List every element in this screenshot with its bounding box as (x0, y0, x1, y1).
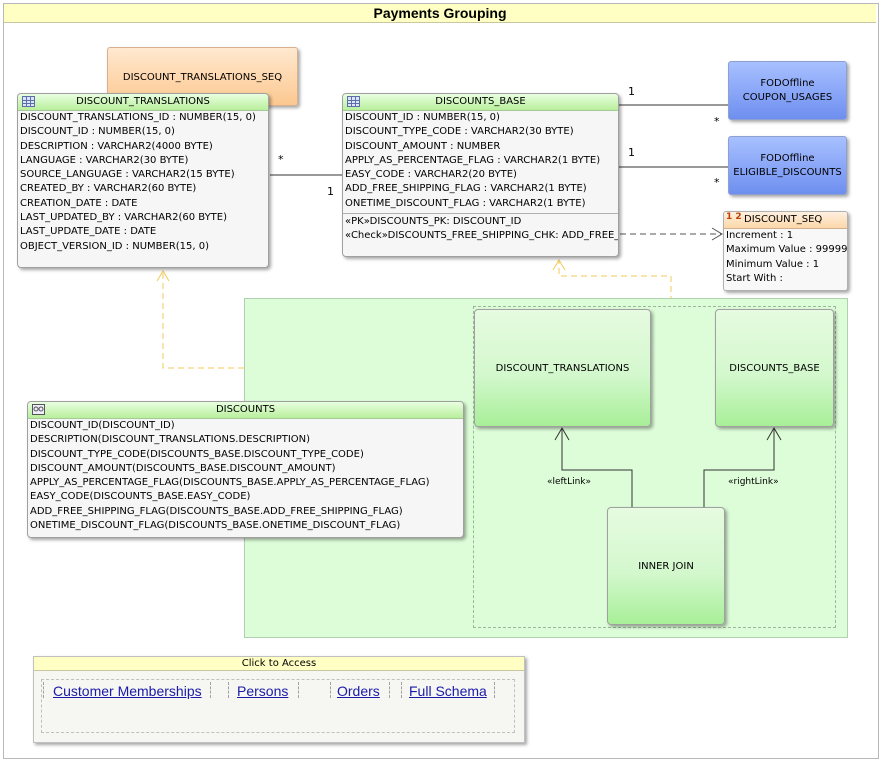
column-row: APPLY_AS_PERCENTAGE_FLAG : VARCHAR2(1 BY… (345, 154, 601, 166)
table-header: DISCOUNT_TRANSLATIONS (18, 94, 268, 111)
table-icon (347, 96, 360, 107)
column-row: DISCOUNT_ID : NUMBER(15, 0) (20, 126, 175, 138)
view-icon (32, 404, 45, 415)
view-column-list: DISCOUNT_ID(DISCOUNT_ID) DESCRIPTION(DISC… (28, 419, 463, 533)
translations-many-multiplicity: * (278, 153, 284, 166)
link-orders[interactable]: Orders (337, 683, 380, 699)
query-discount-translations[interactable]: DISCOUNT_TRANSLATIONS (474, 309, 651, 427)
constraint-row: «PK»DISCOUNTS_PK: DISCOUNT_ID (345, 216, 522, 228)
column-list: DISCOUNT_ID : NUMBER(15, 0) DISCOUNT_TYPE… (343, 111, 618, 211)
inner-join-box[interactable]: INNER JOIN (607, 507, 725, 625)
table-header: DISCOUNTS_BASE (343, 94, 618, 111)
translations-usage-arrow (156, 270, 170, 282)
seq-prop-row: Start With : (726, 272, 783, 284)
seq-prop-row: Minimum Value : 1 (726, 258, 820, 270)
right-link-line (703, 429, 775, 507)
translations-one-multiplicity: 1 (327, 185, 334, 198)
eligible-one-multiplicity: 1 (628, 146, 635, 159)
fodoffline-coupon-usages[interactable]: FODOffline COUPON_USAGES (728, 61, 847, 120)
discount-translations-table[interactable]: DISCOUNT_TRANSLATIONS DISCOUNT_TRANSLATI… (17, 93, 269, 268)
table-name: DISCOUNT_TRANSLATIONS (76, 96, 210, 107)
fodoffline-eligible-discounts[interactable]: FODOffline ELIGIBLE_DISCOUNTS (728, 136, 847, 195)
column-row: DESCRIPTION : VARCHAR2(4000 BYTE) (20, 140, 213, 152)
table-icon (22, 96, 35, 107)
query-table-label: DISCOUNTS_BASE (729, 363, 820, 374)
view-column-row: ADD_FREE_SHIPPING_FLAG(DISCOUNTS_BASE.AD… (30, 505, 403, 517)
constraint-list: «PK»DISCOUNTS_PK: DISCOUNT_ID «Check»DISC… (343, 215, 618, 244)
column-row: LAST_UPDATE_DATE : DATE (20, 226, 157, 238)
sequence-icon: 1 2 (726, 212, 742, 223)
access-header: Click to Access (34, 657, 524, 671)
column-row: ONETIME_DISCOUNT_FLAG : VARCHAR2(1 BYTE) (345, 197, 586, 209)
discount-seq-box[interactable]: 1 2 DISCOUNT_SEQ Increment : 1 Maximum Va… (723, 211, 848, 291)
link-bracket (228, 682, 299, 698)
view-column-row: DESCRIPTION(DISCOUNT_TRANSLATIONS.DESCRI… (30, 434, 311, 446)
column-row: CREATED_BY : VARCHAR2(60 BYTE) (20, 183, 197, 195)
seq-header: 1 2 DISCOUNT_SEQ (724, 212, 847, 229)
view-header: DISCOUNTS (28, 402, 463, 419)
column-row: SOURCE_LANGUAGE : VARCHAR2(15 BYTE) (20, 169, 235, 181)
discounts-view[interactable]: DISCOUNTS DISCOUNT_ID(DISCOUNT_ID) DESCRI… (27, 401, 464, 538)
table-name: DISCOUNTS_BASE (435, 96, 526, 107)
column-row: EASY_CODE : VARCHAR2(20 BYTE) (345, 169, 517, 181)
column-row: CREATION_DATE : DATE (20, 197, 138, 209)
column-row: DISCOUNT_TYPE_CODE : VARCHAR2(30 BYTE) (345, 126, 574, 138)
coupon-one-multiplicity: 1 (628, 85, 635, 98)
view-column-row: APPLY_AS_PERCENTAGE_FLAG(DISCOUNTS_BASE.… (30, 477, 430, 489)
sequence-dependency-arrow (711, 227, 723, 241)
access-inner (41, 679, 515, 733)
query-table-label: DISCOUNT_TRANSLATIONS (495, 363, 630, 374)
link-bracket (401, 682, 495, 698)
diagram-title: Payments Grouping (4, 4, 876, 23)
right-link-label: «rightLink» (728, 477, 779, 487)
view-column-row: DISCOUNT_ID(DISCOUNT_ID) (30, 420, 175, 431)
view-column-row: ONETIME_DISCOUNT_FLAG(DISCOUNTS_BASE.ONE… (30, 520, 401, 532)
schema-label: FODOffline (760, 153, 815, 164)
column-row: DISCOUNT_AMOUNT : NUMBER (345, 140, 501, 152)
link-full-schema[interactable]: Full Schema (409, 683, 487, 699)
column-list: DISCOUNT_TRANSLATIONS_ID : NUMBER(15, 0)… (18, 111, 268, 254)
coupon-many-multiplicity: * (714, 115, 720, 128)
right-link-arrow (766, 427, 782, 441)
left-link-arrow (554, 427, 570, 441)
column-row: LANGUAGE : VARCHAR2(30 BYTE) (20, 154, 189, 166)
sequence-icon-text: 1 2 (726, 212, 742, 222)
seq-props: Increment : 1 Maximum Value : 999999999Mi… (724, 229, 847, 286)
seq-prop-row: Increment : 1 (726, 230, 794, 241)
base-usage-arrow (552, 259, 566, 271)
access-panel: Click to Access (33, 656, 525, 743)
query-discounts-base[interactable]: DISCOUNTS_BASE (715, 309, 834, 427)
column-row: ADD_FREE_SHIPPING_FLAG : VARCHAR2(1 BYTE… (345, 183, 587, 195)
view-column-row: DISCOUNT_AMOUNT(DISCOUNTS_BASE.DISCOUNT_… (30, 462, 336, 474)
query-subarea (473, 306, 836, 628)
seq-name: DISCOUNT_SEQ (744, 214, 823, 225)
column-row: LAST_UPDATED_BY : VARCHAR2(60 BYTE) (20, 212, 228, 224)
view-name: DISCOUNTS (215, 404, 276, 415)
link-customer-memberships[interactable]: Customer Memberships (53, 683, 202, 699)
table-label: ELIGIBLE_DISCOUNTS (733, 167, 842, 178)
schema-label: FODOffline (760, 78, 815, 89)
base-usage-line (558, 261, 715, 369)
view-column-row: EASY_CODE(DISCOUNTS_BASE.EASY_CODE) (30, 491, 251, 503)
link-bracket (43, 682, 211, 698)
left-link-label: «leftLink» (547, 477, 592, 487)
discounts-base-table[interactable]: DISCOUNTS_BASE DISCOUNT_ID : NUMBER(15, … (342, 93, 619, 257)
constraint-divider (343, 213, 618, 215)
table-label: COUPON_USAGES (742, 92, 833, 103)
view-column-row: DISCOUNT_TYPE_CODE(DISCOUNTS_BASE.DISCOU… (30, 448, 364, 460)
seq-name: DISCOUNT_TRANSLATIONS_SEQ (122, 72, 283, 83)
seq-prop-row: Maximum Value : 999999999 (726, 244, 847, 256)
column-row: OBJECT_VERSION_ID : NUMBER(15, 0) (20, 240, 210, 252)
column-row: DISCOUNT_TRANSLATIONS_ID : NUMBER(15, 0) (20, 112, 256, 123)
eligible-many-multiplicity: * (714, 176, 720, 189)
left-link-line (561, 429, 633, 507)
constraint-row: «Check»DISCOUNTS_FREE_SHIPPING_CHK: ADD_… (345, 230, 618, 242)
join-label: INNER JOIN (638, 561, 694, 572)
column-row: DISCOUNT_ID : NUMBER(15, 0) (345, 112, 500, 123)
link-bracket (330, 682, 390, 698)
link-persons[interactable]: Persons (237, 683, 289, 699)
